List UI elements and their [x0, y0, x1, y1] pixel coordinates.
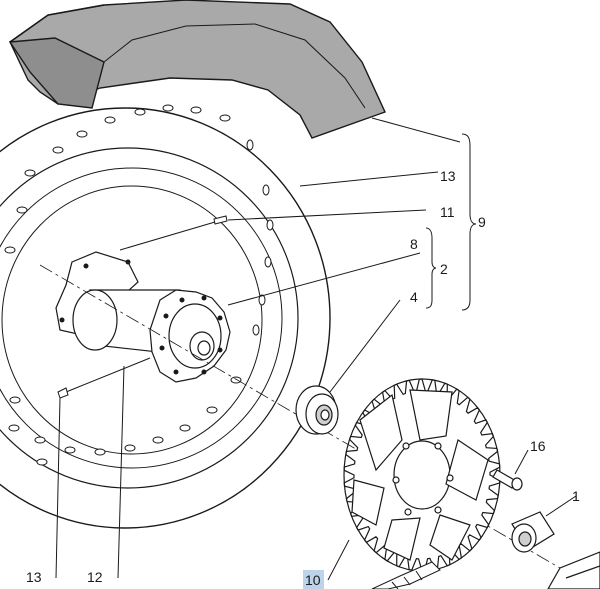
callout-1: 1 [572, 488, 580, 504]
rim-spoke-holes [4, 104, 274, 466]
spacer [511, 511, 555, 553]
callout-11: 11 [440, 204, 455, 220]
wheel-rim [0, 107, 331, 529]
drive-chain [371, 561, 441, 589]
sprocket [343, 378, 501, 572]
wheel-hub [55, 251, 231, 383]
spoke-lower [57, 357, 151, 399]
callout-10-highlight [303, 570, 324, 589]
callout-8: 8 [410, 236, 418, 252]
callout-2: 2 [440, 261, 448, 277]
callout-13-top: 13 [440, 168, 456, 184]
hub-bolt-holes [59, 259, 223, 375]
swingarm [547, 551, 600, 589]
tyre [8, 0, 386, 139]
callout-13-bottom: 13 [26, 569, 42, 585]
callout-9: 9 [478, 214, 486, 230]
sprocket-bolt [492, 469, 523, 491]
callout-4: 4 [410, 289, 418, 305]
callout-12: 12 [87, 569, 103, 585]
callout-10: 10 [305, 572, 321, 588]
spoke-upper [119, 215, 228, 251]
callout-16: 16 [530, 438, 546, 454]
callout-labels: 13 11 9 8 2 4 16 1 13 12 10 [26, 168, 580, 589]
wheel-bearing [295, 385, 339, 435]
leader-lines [55, 117, 577, 581]
